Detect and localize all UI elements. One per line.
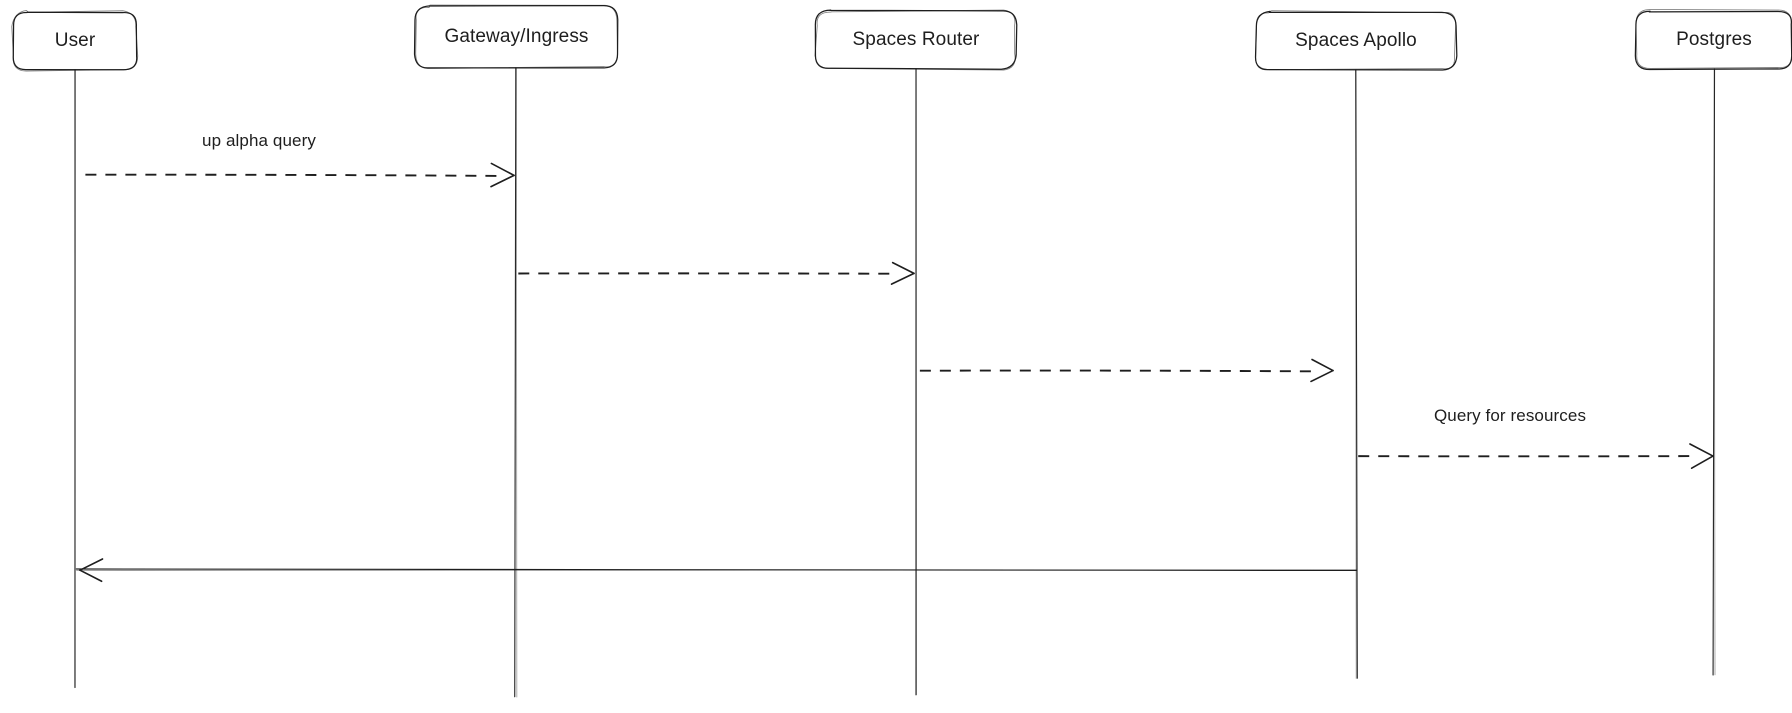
arrowhead-msg-5 [79,569,103,583]
participant-spaces-apollo[interactable] [1254,10,1458,679]
message-line-msg-3 [919,369,1318,373]
lifeline-spaces-apollo [1355,69,1358,679]
participant-box-postgres [1635,8,1792,69]
arrowhead-msg-4 [1689,443,1714,457]
lifeline-gateway-ingress [514,67,517,698]
lifeline-postgres [1713,68,1716,676]
arrowhead-msg-2 [890,272,915,285]
message-line-msg-5 [76,569,1357,571]
message-hitbox-msg-1[interactable] [85,166,514,184]
message-hitbox-msg-5[interactable] [80,561,1356,579]
arrowhead-msg-4 [1690,455,1714,469]
participant-hitbox-spaces-router[interactable] [816,11,1016,69]
message-msg-5[interactable] [75,558,1358,583]
message-hitbox-msg-3[interactable] [920,362,1333,380]
arrowhead-msg-3 [1310,369,1334,383]
participant-user[interactable] [11,10,139,689]
message-hitbox-msg-4[interactable] [1358,447,1713,465]
participant-box-spaces-apollo [1255,10,1457,71]
message-line-msg-1 [85,173,499,177]
arrowhead-msg-1 [490,162,515,177]
arrowhead-msg-2 [891,261,915,275]
arrowhead-msg-5 [79,558,104,571]
participant-spaces-router[interactable] [814,9,1018,696]
message-msg-3[interactable] [919,358,1334,383]
participant-postgres[interactable] [1634,8,1792,676]
lifeline-spaces-router [915,68,918,696]
message-hitbox-msg-2[interactable] [518,264,914,282]
arrowhead-msg-1 [490,174,515,188]
message-msg-1[interactable] [85,162,515,188]
participant-hitbox-spaces-apollo[interactable] [1256,12,1456,70]
participant-gateway-ingress[interactable] [413,4,619,698]
lifeline-postgres [1712,68,1716,676]
participant-hitbox-user[interactable] [13,12,137,70]
message-msg-4[interactable] [1358,443,1714,469]
participant-box-spaces-router [814,9,1016,71]
arrowhead-msg-3 [1311,358,1334,372]
participant-hitbox-postgres[interactable] [1636,11,1792,69]
message-msg-2[interactable] [518,261,915,285]
lifeline-spaces-apollo [1355,69,1357,679]
lifeline-gateway-ingress [515,67,518,698]
participant-hitbox-gateway-ingress[interactable] [415,6,618,68]
